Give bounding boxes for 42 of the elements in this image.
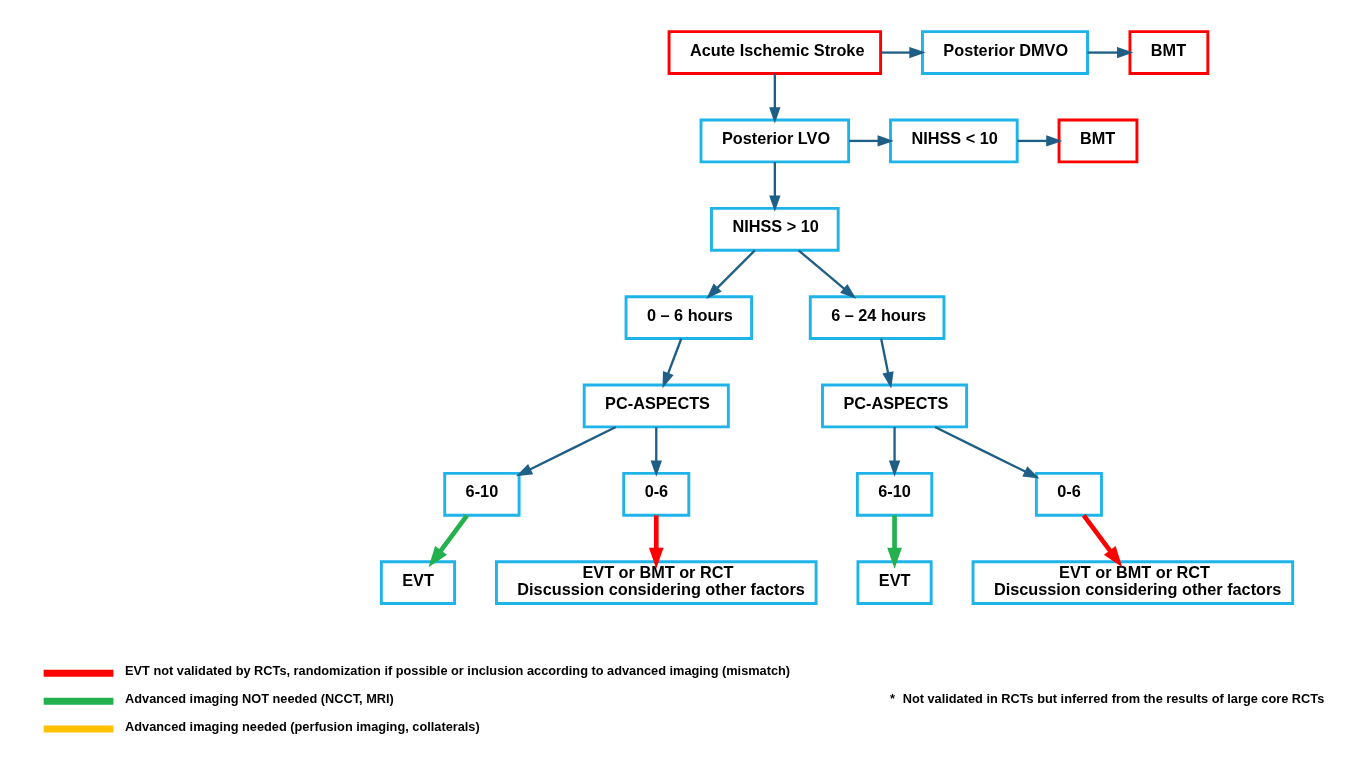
node-box: EVT (379, 560, 457, 605)
node-box: 0-6 (1034, 471, 1103, 517)
arrow (769, 162, 781, 212)
node-box: PC-ASPECTS (582, 383, 730, 429)
node-box: NIHSS < 10 (889, 118, 1019, 164)
arrow (887, 515, 902, 569)
node-box: 6-10 (855, 471, 934, 517)
label: Not validated in RCTs but inferred from the results of large core RCTs (902, 691, 1325, 707)
node-box: BMT (1057, 118, 1139, 164)
legend-label: EVT not validated by RCTs, randomization if possible or inclusion according to advanced imaging (mismatch) (125, 663, 791, 679)
node-box: Posterior DMVO (921, 30, 1089, 75)
arrow (662, 338, 683, 389)
arrow (1017, 135, 1063, 147)
node-box: EVT or BMT or RCT Discussion considering other factors (971, 560, 1295, 605)
node-box: Acute Ischemic Stroke (667, 30, 883, 75)
legend-label: Advanced imaging NOT needed (NCCT, MRI) (125, 691, 394, 707)
node-box: BMT (1128, 30, 1210, 75)
legend-label: Advanced imaging needed (perfusion imaging, collaterals) (125, 719, 480, 735)
arrow (848, 135, 894, 147)
arrow (650, 427, 662, 477)
node-box: EVT (856, 560, 933, 605)
node-box: 0-6 (622, 471, 691, 517)
arrow (888, 427, 901, 477)
node-box: PC-ASPECTS (821, 383, 969, 429)
arrow (516, 426, 617, 477)
arrow (880, 338, 894, 389)
node-box: 6 – 24 hours (808, 295, 946, 340)
node-box: NIHSS > 10 (710, 206, 840, 252)
arrow (648, 515, 664, 569)
node-box: 0 – 6 hours (624, 295, 754, 340)
arrow (769, 73, 781, 124)
arrow (934, 426, 1040, 479)
node-box: 6-10 (443, 471, 521, 517)
arrow (880, 46, 926, 59)
label: * (889, 691, 895, 707)
arrow (428, 514, 469, 568)
arrow (706, 249, 756, 300)
arrow (1081, 514, 1123, 568)
arrow (797, 249, 857, 299)
node-box: EVT or BMT or RCT Discussion considering other factors (494, 560, 818, 605)
arrow (1087, 46, 1134, 59)
node-box: Posterior LVO (699, 118, 851, 164)
